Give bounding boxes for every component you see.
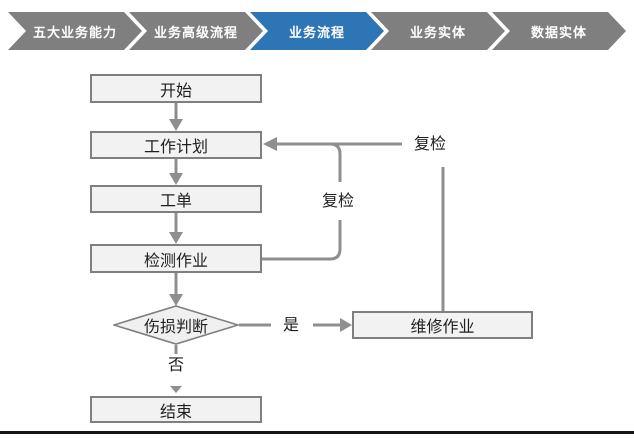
nav-step-label: 数据实体 [530,24,587,40]
arrowhead-into-end [170,386,182,393]
edge-label-yes: 是 [282,317,299,334]
node-label: 检测作业 [143,252,208,270]
arrowhead-into-workplan-top [169,119,183,131]
node-label: 工作计划 [143,139,208,156]
decision-diamond-shape [113,305,239,345]
node-label: 结束 [159,403,192,421]
node-work-order: 工单 [90,185,262,213]
nav-step-capabilities[interactable]: 五大业务能力 [8,12,142,50]
node-work-plan: 工作计划 [90,131,262,159]
nav-step-label: 业务实体 [409,24,466,40]
node-damage-decision: 伤损判断 [113,305,239,345]
edge-recheck-inner-lower [262,220,342,261]
edge-recheck-inner-upper [277,142,342,182]
edge-label-recheck-inner: 复检 [314,191,362,212]
node-inspection: 检测作业 [90,244,262,273]
node-label: 伤损判断 [143,319,208,336]
nav-step-label: 五大业务能力 [32,24,117,40]
arrowhead-into-workorder [169,173,183,185]
arrowhead-recheck-into-workplan [263,137,277,151]
bottom-divider [0,431,634,434]
nav-step-advanced-process[interactable]: 业务高级流程 [129,12,263,50]
arrowhead-into-inspection [169,232,183,244]
nav-step-label: 业务流程 [288,24,345,40]
nav-step-business-entity[interactable]: 业务实体 [371,12,505,50]
arrowhead-into-repair [340,318,352,332]
node-label: 维修作业 [410,319,475,336]
nav-step-business-process[interactable]: 业务流程 [250,12,384,50]
node-end: 结束 [90,396,262,423]
edge-label-no: 否 [167,357,184,374]
node-repair: 维修作业 [352,311,533,339]
edge-label-recheck-outer: 复检 [413,136,446,153]
nav-step-label: 业务高级流程 [153,24,238,40]
node-label: 开始 [159,82,192,100]
node-label: 工单 [159,193,192,210]
node-start: 开始 [90,74,262,103]
nav-step-data-entity[interactable]: 数据实体 [492,12,626,50]
